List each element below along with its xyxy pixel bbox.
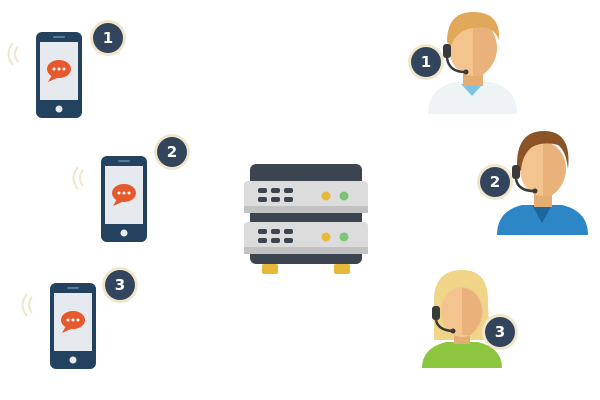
wifi-signal-icon — [21, 293, 33, 317]
smartphone-chat-icon — [72, 156, 147, 242]
phone-2-badge: 2 — [157, 137, 187, 167]
phone-2 — [72, 148, 155, 248]
server-rack-icon — [244, 164, 368, 274]
call-center-agent-icon — [428, 12, 517, 114]
wifi-signal-icon — [72, 166, 84, 190]
agent-2 — [496, 127, 591, 237]
server — [244, 164, 368, 276]
headset-icon — [512, 165, 538, 194]
agent-1 — [425, 6, 520, 116]
phone-3 — [21, 275, 104, 375]
agent-1-badge: 1 — [411, 47, 441, 77]
headset-icon — [443, 44, 469, 75]
agent-3-badge: 3 — [485, 317, 515, 347]
wifi-signal-icon — [7, 42, 19, 66]
phone-1 — [7, 24, 90, 124]
chat-bubble-icon — [61, 311, 85, 333]
headset-icon — [432, 306, 456, 334]
agent-3 — [418, 266, 508, 372]
chat-bubble-icon — [47, 60, 71, 82]
smartphone-chat-icon — [7, 32, 82, 118]
agent-2-badge: 2 — [480, 167, 510, 197]
call-center-agent-icon — [497, 131, 588, 235]
smartphone-chat-icon — [21, 283, 96, 369]
phone-1-badge: 1 — [93, 23, 123, 53]
phone-3-badge: 3 — [105, 270, 135, 300]
call-center-agent-icon — [422, 270, 502, 368]
chat-bubble-icon — [112, 184, 136, 206]
